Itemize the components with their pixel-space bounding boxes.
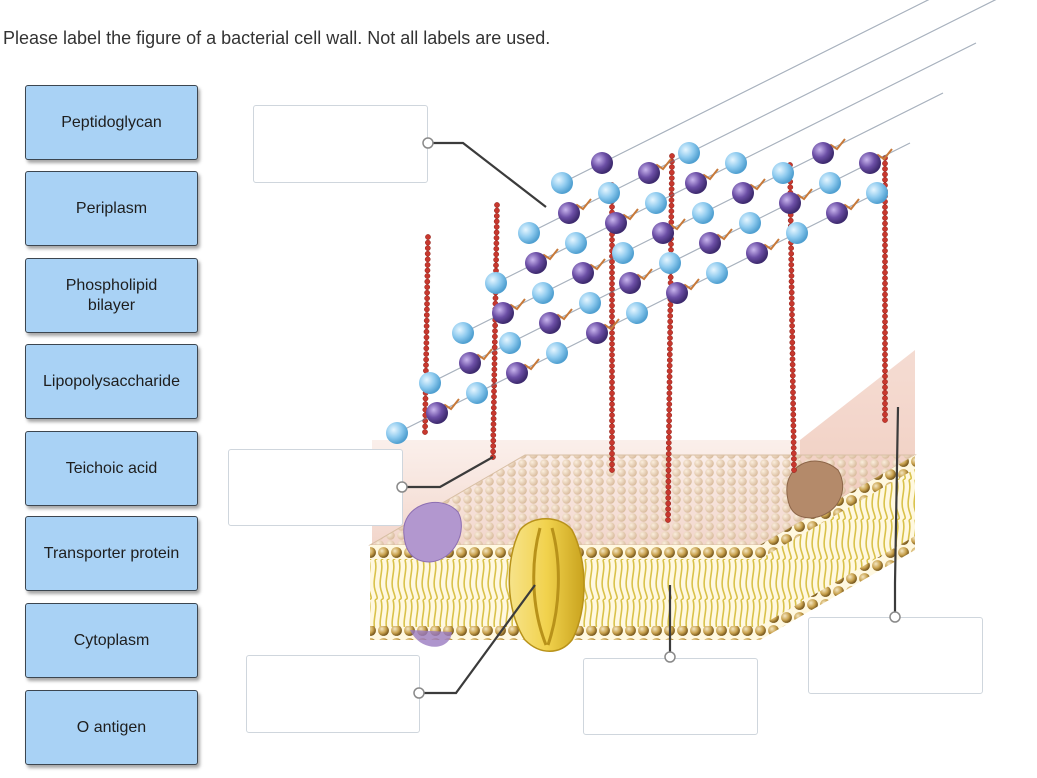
peptidoglycan-strand [551,0,930,194]
membrane-protein-right [786,460,844,519]
transporter-protein-shape [508,518,585,652]
peptidoglycan-strand [419,142,911,394]
phospholipid-side-face [760,455,915,640]
membrane-protein-left [403,501,462,563]
label-card-periplasm[interactable]: Periplasm [25,171,198,246]
peptidoglycan-strand [452,92,944,344]
label-card-peptidoglycan[interactable]: Peptidoglycan [25,85,198,160]
instruction-text: Please label the figure of a bacterial c… [3,28,551,48]
drop-target-3[interactable] [246,655,420,733]
drop-target-1[interactable] [253,105,428,183]
teichoic-acid-chain [422,234,431,435]
label-card-o-antigen[interactable]: O antigen [25,690,198,765]
label-card-phospholipid-bilayer[interactable]: Phospholipid bilayer [25,258,198,333]
label-card-teichoic-acid[interactable]: Teichoic acid [25,431,198,506]
drop-target-4[interactable] [583,658,758,735]
teichoic-acid-chain [490,202,500,460]
label-card-lipopolysaccharide[interactable]: Lipopolysaccharide [25,344,198,419]
teichoic-acid-chain [609,182,615,473]
peptidoglycan-strand [386,182,888,444]
peptidoglycan-strand [485,42,977,294]
drop-target-5[interactable] [808,617,983,694]
teichoic-acid-chain [882,155,888,423]
drop-target-2[interactable] [228,449,403,526]
peptidoglycan-mesh [386,0,997,444]
label-card-transporter-protein[interactable]: Transporter protein [25,516,198,591]
label-card-cytoplasm[interactable]: Cytoplasm [25,603,198,678]
leader-lines [402,141,900,695]
peptidoglycan-strand [518,0,997,244]
